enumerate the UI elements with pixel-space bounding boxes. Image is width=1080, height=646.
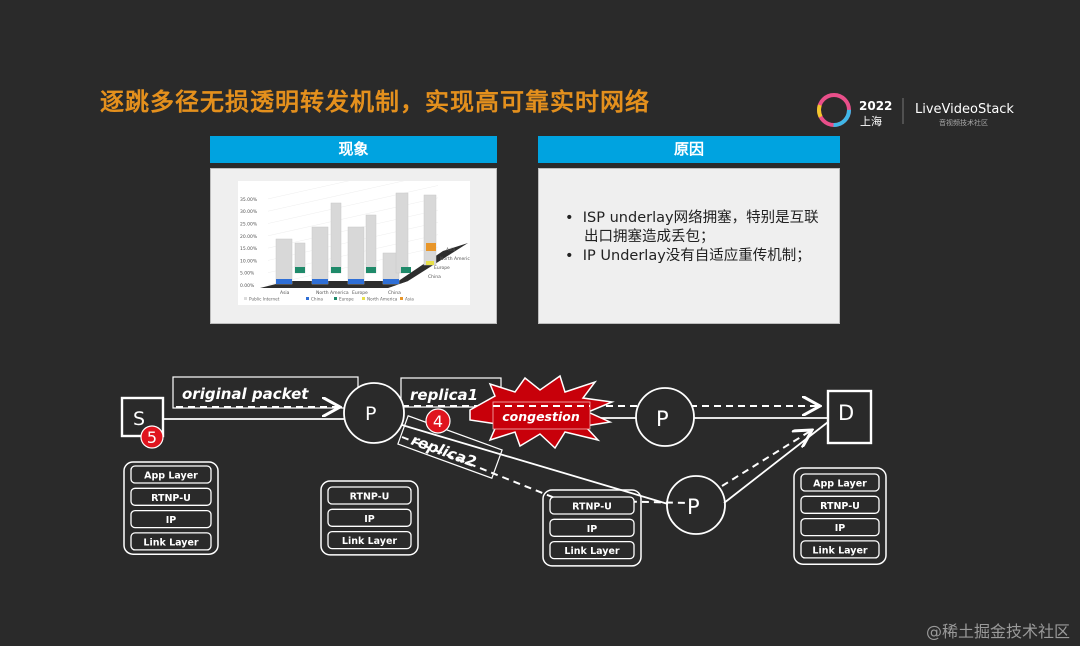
dest-label: D (838, 401, 854, 425)
slide-title: 逐跳多径无损透明转发机制，实现高可靠实时网络 (100, 88, 650, 116)
stack-layer (327, 486, 412, 505)
chart-category-label: China (388, 290, 401, 296)
cause-header: 原因 (538, 136, 840, 163)
step-badge-4 (425, 408, 451, 434)
chart-category-label: Europe (352, 290, 368, 296)
chart-y-tick: 30.00% (240, 209, 258, 215)
loss-chart-image: 0.00% 5.00% 10.00% 15.00% 20.00% 25.00% 30.00%… (238, 181, 470, 305)
stack-layer (327, 530, 412, 550)
protocol-stack-source (123, 461, 219, 555)
legend-entry: Public Internet (249, 297, 280, 302)
stack-layer-label: App Layer (813, 479, 867, 490)
chart-y-tick: 10.00% (240, 258, 258, 264)
chart-depth-label: Asia (446, 247, 456, 253)
stack-layer-label: IP (587, 524, 598, 535)
logo-brand: LiveVideoStack (915, 102, 1014, 117)
chart-y-tick: 25.00% (240, 222, 258, 228)
stack-layer-label: RTNP-U (151, 493, 191, 504)
stack-layer (130, 487, 212, 506)
legend-entry: North America (367, 297, 398, 302)
logo-brand-sub: 音视频技术社区 (939, 118, 988, 127)
legend-swatch (362, 297, 365, 300)
bullet-text: IP Underlay没有自适应重传机制； (582, 248, 811, 264)
stack-layer (800, 540, 880, 559)
stack-layer-label: IP (364, 514, 375, 525)
chart-category-label: Asia (280, 290, 290, 296)
proxy-label: P (687, 495, 700, 519)
replica1-label: replica1 (410, 386, 478, 404)
chart-gridline (267, 185, 439, 224)
bullet-text: ISP underlay网络拥塞，特别是互联 (582, 210, 819, 226)
bullet-text: 出口拥塞造成丢包； (584, 229, 715, 245)
legend-swatch (334, 297, 337, 300)
cause-bullet-1: • ISP underlay网络拥塞，特别是互联 出口拥塞造成丢包； (565, 210, 819, 245)
stack-layer (549, 518, 635, 537)
proxy-label: P (365, 403, 376, 425)
stack-layer (800, 495, 880, 514)
stack-layer (130, 532, 212, 551)
chart-gridline (267, 197, 439, 237)
cause-bullet-2: • IP Underlay没有自适应重传机制； (565, 248, 811, 264)
step-badge-5 (140, 425, 164, 449)
stack-layer (800, 473, 880, 492)
stack-layer-label: Link Layer (342, 536, 398, 547)
logo-year: 2022 (859, 99, 892, 113)
stack-layer (130, 509, 212, 529)
chart-y-tick: 0.00% (240, 283, 255, 289)
stack-layer-label: Link Layer (812, 545, 868, 556)
logo-city: 上海 (860, 114, 882, 128)
proxy-node-2 (635, 387, 695, 447)
source-label: S (133, 408, 145, 430)
stack-layer-label: IP (166, 515, 177, 526)
chart-depth-label: Europe (434, 265, 450, 271)
original-packet-label: original packet (182, 385, 309, 403)
chart-y-tick: 20.00% (240, 234, 258, 240)
replica2-box (397, 415, 503, 479)
stack-layer (800, 517, 880, 537)
legend-swatch (306, 297, 309, 300)
chart-y-tick: 5.00% (240, 271, 255, 277)
chart-gridline (267, 181, 405, 212)
chart-depth-label: China (428, 274, 441, 280)
proxy-label: P (656, 407, 669, 431)
watermark: @稀土掘金技术社区 (925, 622, 1070, 641)
svg-text:5: 5 (147, 428, 157, 447)
legend-entry: China (311, 297, 323, 302)
stack-layer-label: Link Layer (143, 537, 199, 548)
phenomenon-panel: 0.00% 5.00% 10.00% 15.00% 20.00% 25.00% 30.00%… (210, 168, 497, 324)
protocol-stack-proxy1 (320, 480, 419, 556)
proxy-node-1 (343, 382, 405, 444)
protocol-stack-dest (793, 467, 887, 565)
chart-category-label: North America (316, 290, 349, 296)
stack-layer-label: App Layer (144, 471, 198, 482)
stack-layer-label: RTNP-U (820, 501, 860, 512)
proxy-node-3 (666, 475, 726, 535)
stack-layer-label: RTNP-U (572, 502, 612, 513)
stack-layer-label: RTNP-U (350, 492, 390, 503)
legend-entry: Asia (405, 297, 414, 302)
stack-layer (549, 496, 635, 515)
event-logo: 2022 上海 LiveVideoStack 音视频技术社区 (815, 92, 1025, 128)
chart-gridline (267, 181, 350, 200)
protocol-stack-proxy3 (542, 489, 642, 567)
legend-swatch (244, 297, 247, 300)
congestion-label: congestion (502, 409, 580, 424)
legend-entry: Europe (339, 297, 354, 302)
cause-panel: • ISP underlay网络拥塞，特别是互联 出口拥塞造成丢包； • IP … (538, 168, 840, 324)
chart-y-tick: 35.00% (240, 197, 258, 203)
stack-layer (130, 465, 212, 484)
dest-node (826, 389, 873, 445)
chart-y-tick: 15.00% (240, 246, 258, 252)
stack-layer-label: Link Layer (564, 546, 620, 557)
legend-swatch (400, 297, 403, 300)
stack-layer-label: IP (835, 523, 846, 534)
svg-text:4: 4 (433, 412, 443, 431)
chart-depth-label: North America (440, 256, 470, 262)
stack-layer (327, 508, 412, 527)
phenomenon-header: 现象 (210, 136, 497, 163)
stack-layer (549, 540, 635, 560)
